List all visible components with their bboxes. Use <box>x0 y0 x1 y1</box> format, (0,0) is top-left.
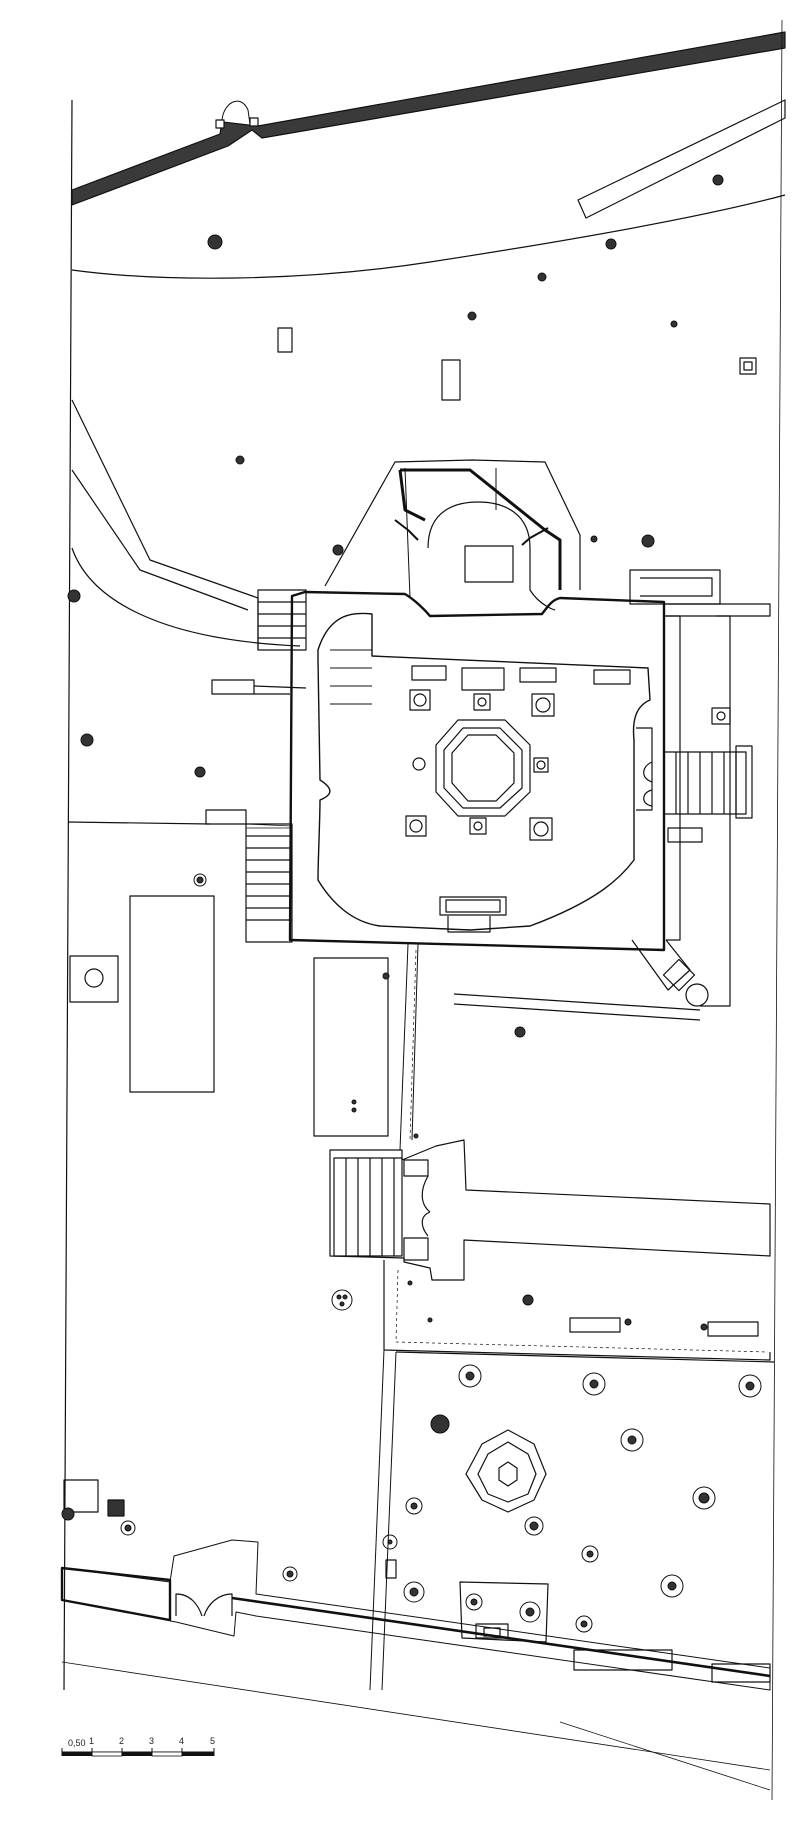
main-building <box>288 459 771 1007</box>
scale-tick-label: 2 <box>119 1736 124 1746</box>
scale-tick-label: 1 <box>89 1736 94 1746</box>
well-square <box>69 955 119 1003</box>
scale-tick-label: 4 <box>179 1736 184 1746</box>
north-path-curve <box>71 194 786 279</box>
west-path-outer <box>71 399 259 650</box>
scale-tick-label: 5 <box>210 1736 215 1746</box>
northeast-wall <box>577 99 786 219</box>
hexagonal-fountain <box>465 1429 547 1513</box>
scale-tick-label: 0,50 <box>68 1738 86 1748</box>
west-curve-path <box>71 547 301 647</box>
tank-rectangle <box>129 895 215 1093</box>
east-boundary-line <box>771 19 783 1801</box>
south-enclosure <box>383 1260 771 1361</box>
corner-block <box>63 1479 99 1513</box>
middle-path <box>399 943 419 1151</box>
scale-tick-label: 3 <box>149 1736 154 1746</box>
marker-plinth <box>739 357 757 375</box>
gate-steps <box>333 1157 431 1261</box>
west-boundary-line <box>63 99 73 1691</box>
tree-markers-ringed <box>120 873 762 1633</box>
courtyard-wall <box>67 821 211 825</box>
south-gate-plinth <box>459 1581 549 1643</box>
marker-slab <box>277 327 293 353</box>
gate-structure <box>329 1139 771 1281</box>
north-boundary-wall <box>71 31 786 206</box>
west-stairs <box>205 589 307 943</box>
scale-bar: 0,50 1 2 3 4 5 <box>61 1736 215 1757</box>
west-path-inner <box>71 469 249 611</box>
south-boundary-wall <box>60 1539 771 1791</box>
tank-rectangle <box>313 957 389 1137</box>
tree-markers <box>61 174 724 1521</box>
marker-slab <box>441 359 461 401</box>
